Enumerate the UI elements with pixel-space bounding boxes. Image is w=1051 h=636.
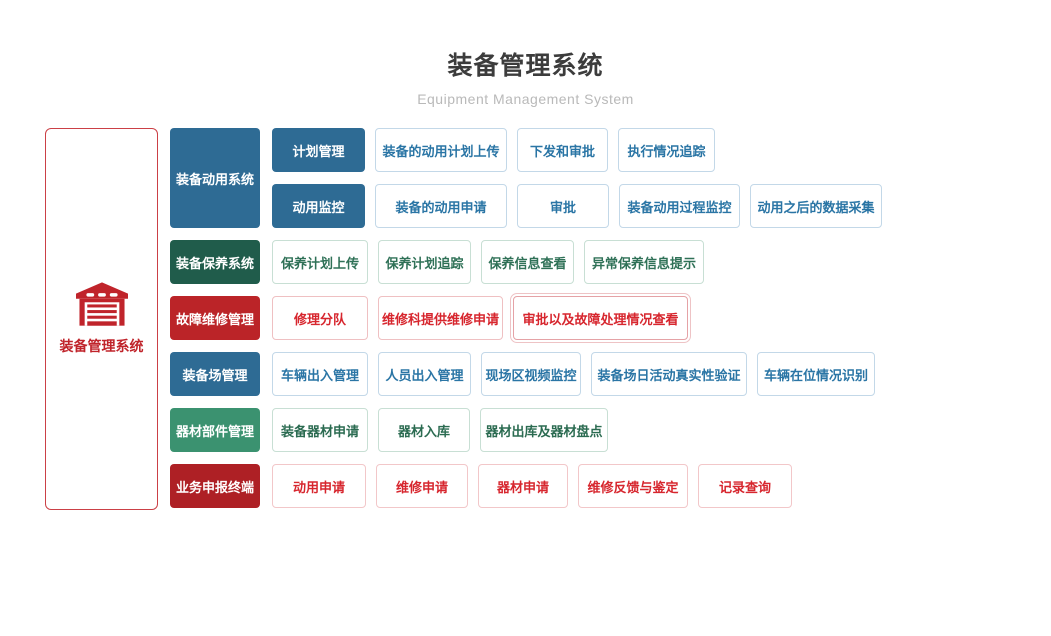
feature-node: 装备场日活动真实性验证 — [591, 352, 747, 396]
feature-node: 维修科提供维修申请 — [378, 296, 503, 340]
feature-node: 器材申请 — [478, 464, 568, 508]
feature-node: 装备的动用计划上传 — [375, 128, 507, 172]
row-parts-management: 器材部件管理 装备器材申请 器材入库 器材出库及器材盘点 — [170, 408, 882, 452]
system-root-label: 装备管理系统 — [59, 338, 144, 354]
row-depot-management: 装备场管理 车辆出入管理 人员出入管理 现场区视频监控 装备场日活动真实性验证 … — [170, 352, 882, 396]
feature-node: 装备动用过程监控 — [619, 184, 740, 228]
feature-node: 器材出库及器材盘点 — [480, 408, 608, 452]
feature-node: 维修反馈与鉴定 — [578, 464, 688, 508]
mobilization-subrows: 计划管理 装备的动用计划上传 下发和审批 执行情况追踪 动用监控 装备的动用申请… — [272, 128, 882, 228]
category-mobilization-system: 装备动用系统 — [170, 128, 260, 228]
row-usage-monitoring: 动用监控 装备的动用申请 审批 装备动用过程监控 动用之后的数据采集 — [272, 184, 882, 228]
feature-node: 记录查询 — [698, 464, 792, 508]
diagram: 装备管理系统 装备动用系统 计划管理 装备的动用计划上传 下发和审批 执行情况追… — [45, 128, 882, 510]
row-reporting-terminal: 业务申报终端 动用申请 维修申请 器材申请 维修反馈与鉴定 记录查询 — [170, 464, 882, 508]
page-subtitle: Equipment Management System — [417, 91, 634, 107]
diagram-rows: 装备动用系统 计划管理 装备的动用计划上传 下发和审批 执行情况追踪 动用监控 … — [170, 128, 882, 508]
feature-node: 保养信息查看 — [481, 240, 574, 284]
feature-node: 下发和审批 — [517, 128, 608, 172]
row-maintenance-system: 装备保养系统 保养计划上传 保养计划追踪 保养信息查看 异常保养信息提示 — [170, 240, 882, 284]
feature-node: 装备的动用申请 — [375, 184, 507, 228]
category-depot-management: 装备场管理 — [170, 352, 260, 396]
feature-node: 装备器材申请 — [272, 408, 368, 452]
feature-node: 修理分队 — [272, 296, 368, 340]
feature-node: 异常保养信息提示 — [584, 240, 704, 284]
system-root-node: 装备管理系统 — [45, 128, 158, 510]
header: 装备管理系统 Equipment Management System — [0, 0, 1051, 107]
feature-node: 人员出入管理 — [378, 352, 471, 396]
feature-node: 车辆出入管理 — [272, 352, 368, 396]
node-usage-monitoring: 动用监控 — [272, 184, 365, 228]
feature-node: 维修申请 — [376, 464, 468, 508]
feature-node: 保养计划上传 — [272, 240, 368, 284]
feature-node: 执行情况追踪 — [618, 128, 715, 172]
row-fault-repair: 故障维修管理 修理分队 维修科提供维修申请 审批以及故障处理情况查看 — [170, 293, 882, 343]
category-reporting-terminal: 业务申报终端 — [170, 464, 260, 508]
feature-node: 保养计划追踪 — [378, 240, 471, 284]
feature-node: 动用之后的数据采集 — [750, 184, 882, 228]
category-fault-repair: 故障维修管理 — [170, 296, 260, 340]
row-plan-management: 计划管理 装备的动用计划上传 下发和审批 执行情况追踪 — [272, 128, 882, 172]
feature-node: 审批以及故障处理情况查看 — [510, 293, 691, 343]
feature-node: 车辆在位情况识别 — [757, 352, 875, 396]
category-parts-management: 器材部件管理 — [170, 408, 260, 452]
page-title: 装备管理系统 — [447, 52, 604, 80]
category-maintenance-system: 装备保养系统 — [170, 240, 260, 284]
feature-node: 动用申请 — [272, 464, 366, 508]
group-mobilization-system: 装备动用系统 计划管理 装备的动用计划上传 下发和审批 执行情况追踪 动用监控 … — [170, 128, 882, 228]
node-plan-management: 计划管理 — [272, 128, 365, 172]
garage-icon — [75, 282, 128, 326]
feature-node: 器材入库 — [378, 408, 470, 452]
feature-node: 审批 — [517, 184, 609, 228]
feature-node: 现场区视频监控 — [481, 352, 581, 396]
